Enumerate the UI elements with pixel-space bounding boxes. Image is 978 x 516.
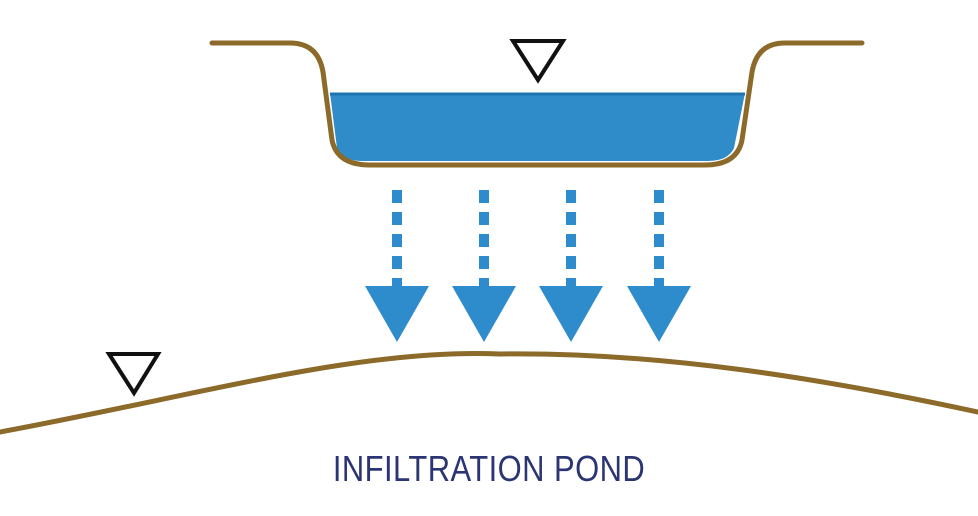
infiltration-arrow xyxy=(627,190,691,342)
diagram-caption: INFILTRATION POND xyxy=(332,448,646,489)
infiltration-arrow xyxy=(539,190,603,342)
groundwater-level-icon xyxy=(105,352,162,397)
infiltration-arrows xyxy=(365,190,691,342)
infiltration-arrow xyxy=(365,190,429,342)
pond-water-level-icon xyxy=(509,39,567,84)
pond-basin-outline xyxy=(209,40,865,168)
pond-water xyxy=(330,93,745,161)
groundwater-mound-line xyxy=(0,351,978,435)
infiltration-arrow xyxy=(452,190,516,342)
